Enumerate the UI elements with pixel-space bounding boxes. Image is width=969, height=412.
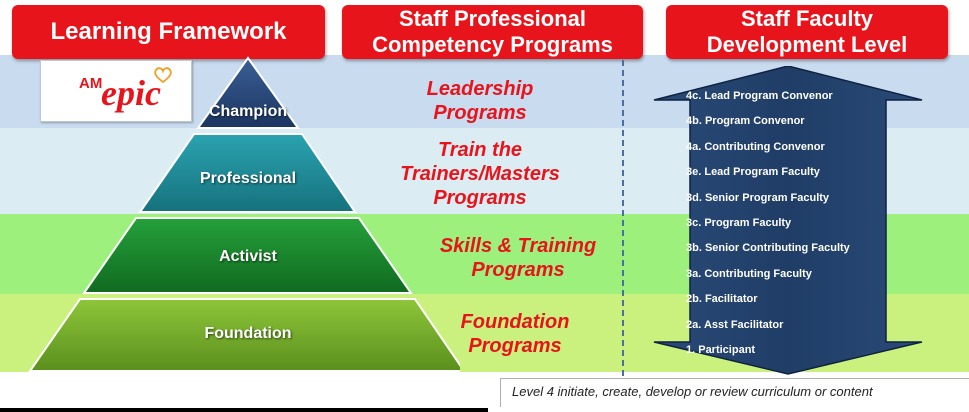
- footnote-box: [500, 378, 969, 407]
- program-skills-line2: Programs: [471, 259, 565, 281]
- pyramid-tier-professional: [138, 133, 357, 213]
- tier-label-foundation: Foundation: [204, 325, 292, 342]
- logo-am-text: AM: [79, 75, 103, 92]
- tier-label-activist: Activist: [219, 248, 277, 265]
- pyramid-tier-activist: [82, 217, 413, 294]
- program-trainers-line3: Programs: [433, 187, 527, 209]
- level-item: 3e. Lead Program Faculty: [686, 166, 820, 179]
- amepic-logo: AM epic: [40, 60, 192, 122]
- header-staff-programs: Staff Professional Competency Programs: [342, 5, 643, 59]
- program-foundation-line2: Programs: [468, 335, 562, 357]
- header-staff-programs-line1: Staff Professional: [398, 6, 587, 31]
- development-level-arrow: [653, 66, 923, 375]
- tier-label-professional: Professional: [199, 170, 297, 187]
- pyramid-tier-foundation: [28, 298, 460, 372]
- program-foundation-line1: Foundation: [460, 311, 570, 333]
- program-trainers: Train the Trainers/Masters Programs: [370, 138, 590, 210]
- level-item: 3c. Program Faculty: [686, 216, 792, 229]
- level-item: 3d. Senior Program Faculty: [686, 191, 830, 204]
- program-skills: Skills & Training Programs: [418, 234, 618, 282]
- header-faculty-level-line1: Staff Faculty: [740, 6, 874, 31]
- header-learning-framework-text: Learning Framework: [50, 18, 287, 45]
- header-faculty-level-line2: Development Level: [706, 32, 908, 57]
- program-trainers-line2: Trainers/Masters: [400, 163, 560, 185]
- column-divider: [622, 60, 624, 376]
- pyramid-tier-champion: [196, 56, 300, 129]
- tier-label-champion: Champion: [208, 103, 288, 120]
- program-skills-line1: Skills & Training: [439, 235, 597, 257]
- heart-icon: [154, 67, 172, 83]
- program-leadership-line1: Leadership: [426, 78, 534, 100]
- faculty-level-list: 4c. Lead Program Convenor 4b. Program Co…: [686, 84, 916, 363]
- level-item: 3a. Contributing Faculty: [686, 267, 812, 280]
- level-item: 3b. Senior Contributing Faculty: [686, 242, 850, 255]
- level-item: 4a. Contributing Convenor: [686, 140, 825, 153]
- level-item: 4b. Program Convenor: [686, 115, 805, 128]
- header-learning-framework: Learning Framework: [12, 5, 325, 59]
- program-trainers-line1: Train the: [437, 139, 523, 161]
- level-item: 2a. Asst Facilitator: [686, 318, 784, 331]
- program-foundation: Foundation Programs: [430, 310, 600, 358]
- pyramid-diagram: [28, 56, 460, 372]
- level-item: 2b. Facilitator: [686, 293, 758, 306]
- bottom-rule: [0, 408, 488, 412]
- footnote-text: Level 4 initiate, create, develop or rev…: [512, 384, 873, 399]
- header-faculty-level: Staff Faculty Development Level: [666, 5, 948, 59]
- program-leadership-line2: Programs: [433, 102, 527, 124]
- level-item: 1. Participant: [686, 343, 756, 356]
- header-staff-programs-line2: Competency Programs: [372, 32, 613, 57]
- program-leadership: Leadership Programs: [380, 77, 580, 125]
- logo-epic-text: epic: [101, 73, 161, 113]
- level-item: 4c. Lead Program Convenor: [686, 90, 833, 102]
